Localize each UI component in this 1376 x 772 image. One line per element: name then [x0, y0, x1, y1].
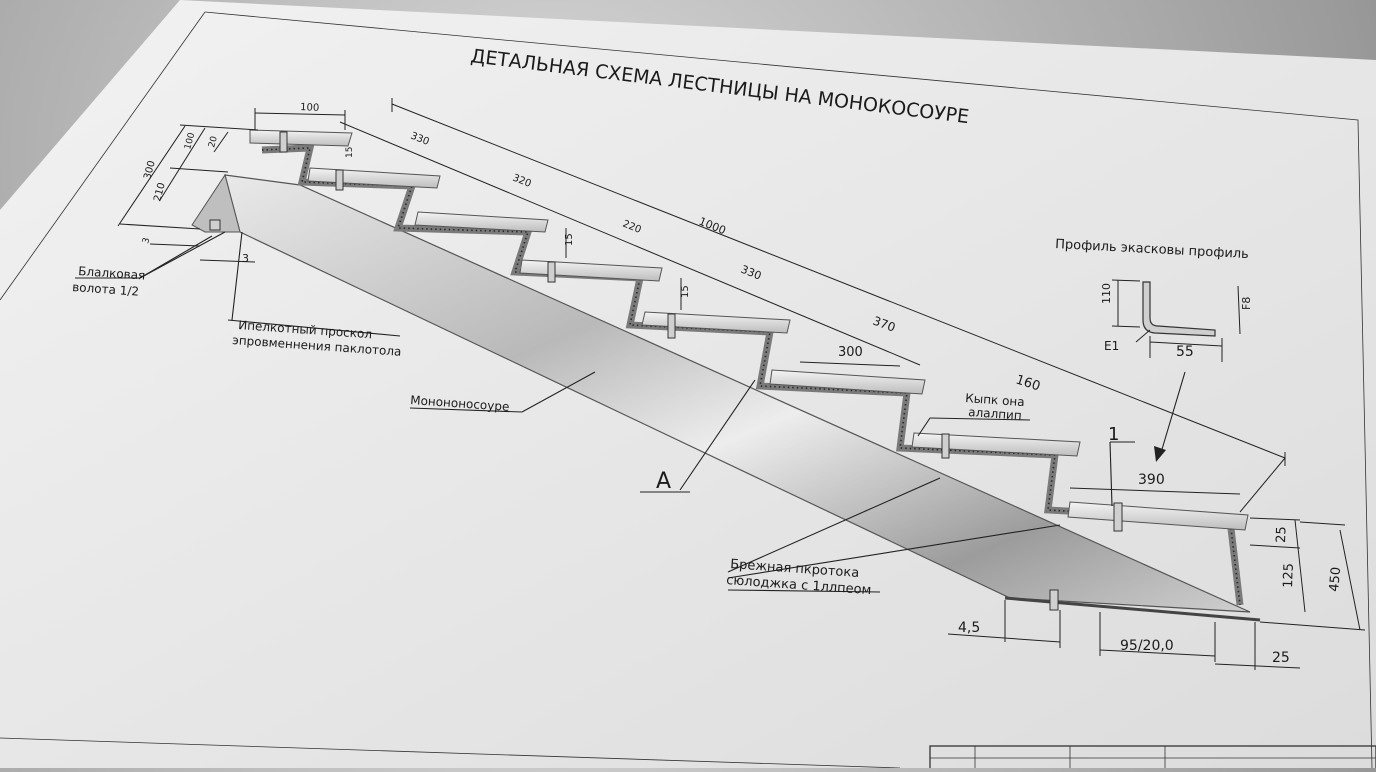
tread-8: [1067, 501, 1249, 531]
section-marker-a: A: [656, 469, 671, 494]
profile-label: E1: [1104, 339, 1119, 353]
detail-marker-1: 1: [1108, 424, 1119, 445]
profile-side: F8: [1240, 297, 1253, 310]
callout-weld-2: алалпип: [968, 405, 1022, 423]
dim-right-125: 125: [1281, 563, 1297, 588]
dim-left-210: 210: [152, 181, 168, 202]
dim-left-100: 100: [183, 131, 197, 150]
dim-left-300: 300: [142, 159, 158, 180]
tread-7: [911, 432, 1081, 457]
callout-weld-1: Кыпк она: [965, 391, 1025, 409]
drawing-frame: [204, 11, 1373, 769]
bolts: [209, 131, 1123, 611]
tread-5: [641, 311, 791, 334]
dim-rise-c: 15: [680, 285, 691, 298]
dim-bottom-95: 95/20,0: [1120, 638, 1174, 654]
callout-bolt-1: Блалковая: [78, 264, 146, 283]
dim-right-25: 25: [1274, 526, 1290, 543]
bolt-icon: [335, 169, 344, 191]
profile-width: 55: [1176, 344, 1194, 360]
dim-line-300: [799, 361, 901, 367]
frame-left: [0, 11, 206, 301]
profile-height: 110: [1100, 283, 1113, 304]
bolt-icon: [941, 433, 950, 459]
dim-bottom-45: 4,5: [958, 620, 980, 636]
bolt-icon: [279, 131, 288, 153]
bolt-icon: [1113, 502, 1123, 532]
stringer-bottom-plate: [1004, 596, 1261, 622]
dim-rise-a: 15: [345, 147, 355, 158]
dim-small-3: 3: [242, 252, 249, 265]
bolt-icon: [667, 313, 676, 339]
right-dimension-chain: [1249, 517, 1366, 631]
callout-leaders: [75, 231, 1135, 593]
left-dimension-chain: [117, 124, 259, 263]
arrow-head-icon: [1154, 446, 1166, 462]
profile-arrow: [1159, 371, 1186, 457]
profile-detail-dims: [1111, 279, 1241, 362]
title-block: [929, 745, 1376, 772]
callout-stringer: Монононосоуре: [410, 393, 510, 414]
bolt-icon: [547, 261, 556, 283]
dim-left-3: 3: [141, 237, 152, 245]
tread-3: [414, 211, 549, 233]
dim-step-390: 390: [1138, 472, 1165, 488]
frame-bottom: [0, 737, 901, 769]
dim-left-20: 20: [207, 135, 220, 149]
bolt-icon: [209, 219, 221, 231]
angle-profile-icon: [1142, 281, 1216, 337]
bottom-dimension-chain: [947, 600, 1301, 670]
dim-top-width: 100: [300, 102, 320, 114]
dim-run-7: 160: [1014, 373, 1042, 395]
dim-line-390: [1069, 487, 1241, 495]
dim-rise-b: 15: [564, 233, 575, 246]
tread-6: [769, 369, 926, 395]
bolt-icon: [1049, 589, 1059, 611]
callout-bolt-2: волота 1/2: [72, 280, 140, 299]
stringer-end-plate: [191, 173, 241, 233]
dim-right-450: 450: [1327, 566, 1344, 592]
dim-bottom-25: 25: [1272, 650, 1290, 666]
tread-1: [249, 129, 353, 147]
dim-run-6: 300: [838, 345, 863, 360]
top-dimension-chain: [254, 98, 1286, 513]
